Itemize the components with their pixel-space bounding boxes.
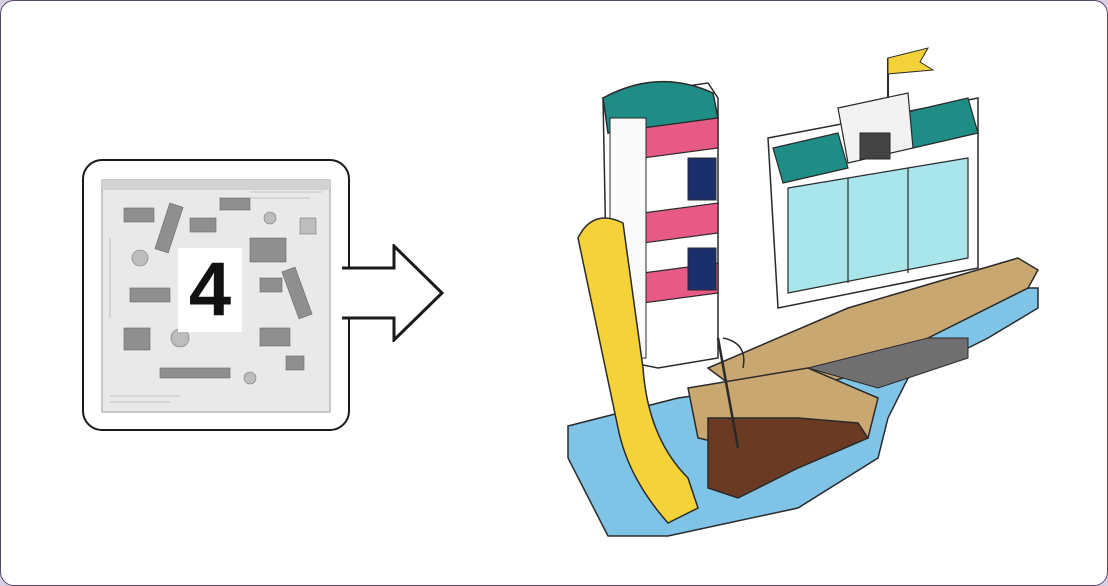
lighthouse-model-image (548, 38, 1048, 546)
bag-number-label: 4 (178, 248, 242, 332)
right-arrow-icon (340, 244, 446, 342)
